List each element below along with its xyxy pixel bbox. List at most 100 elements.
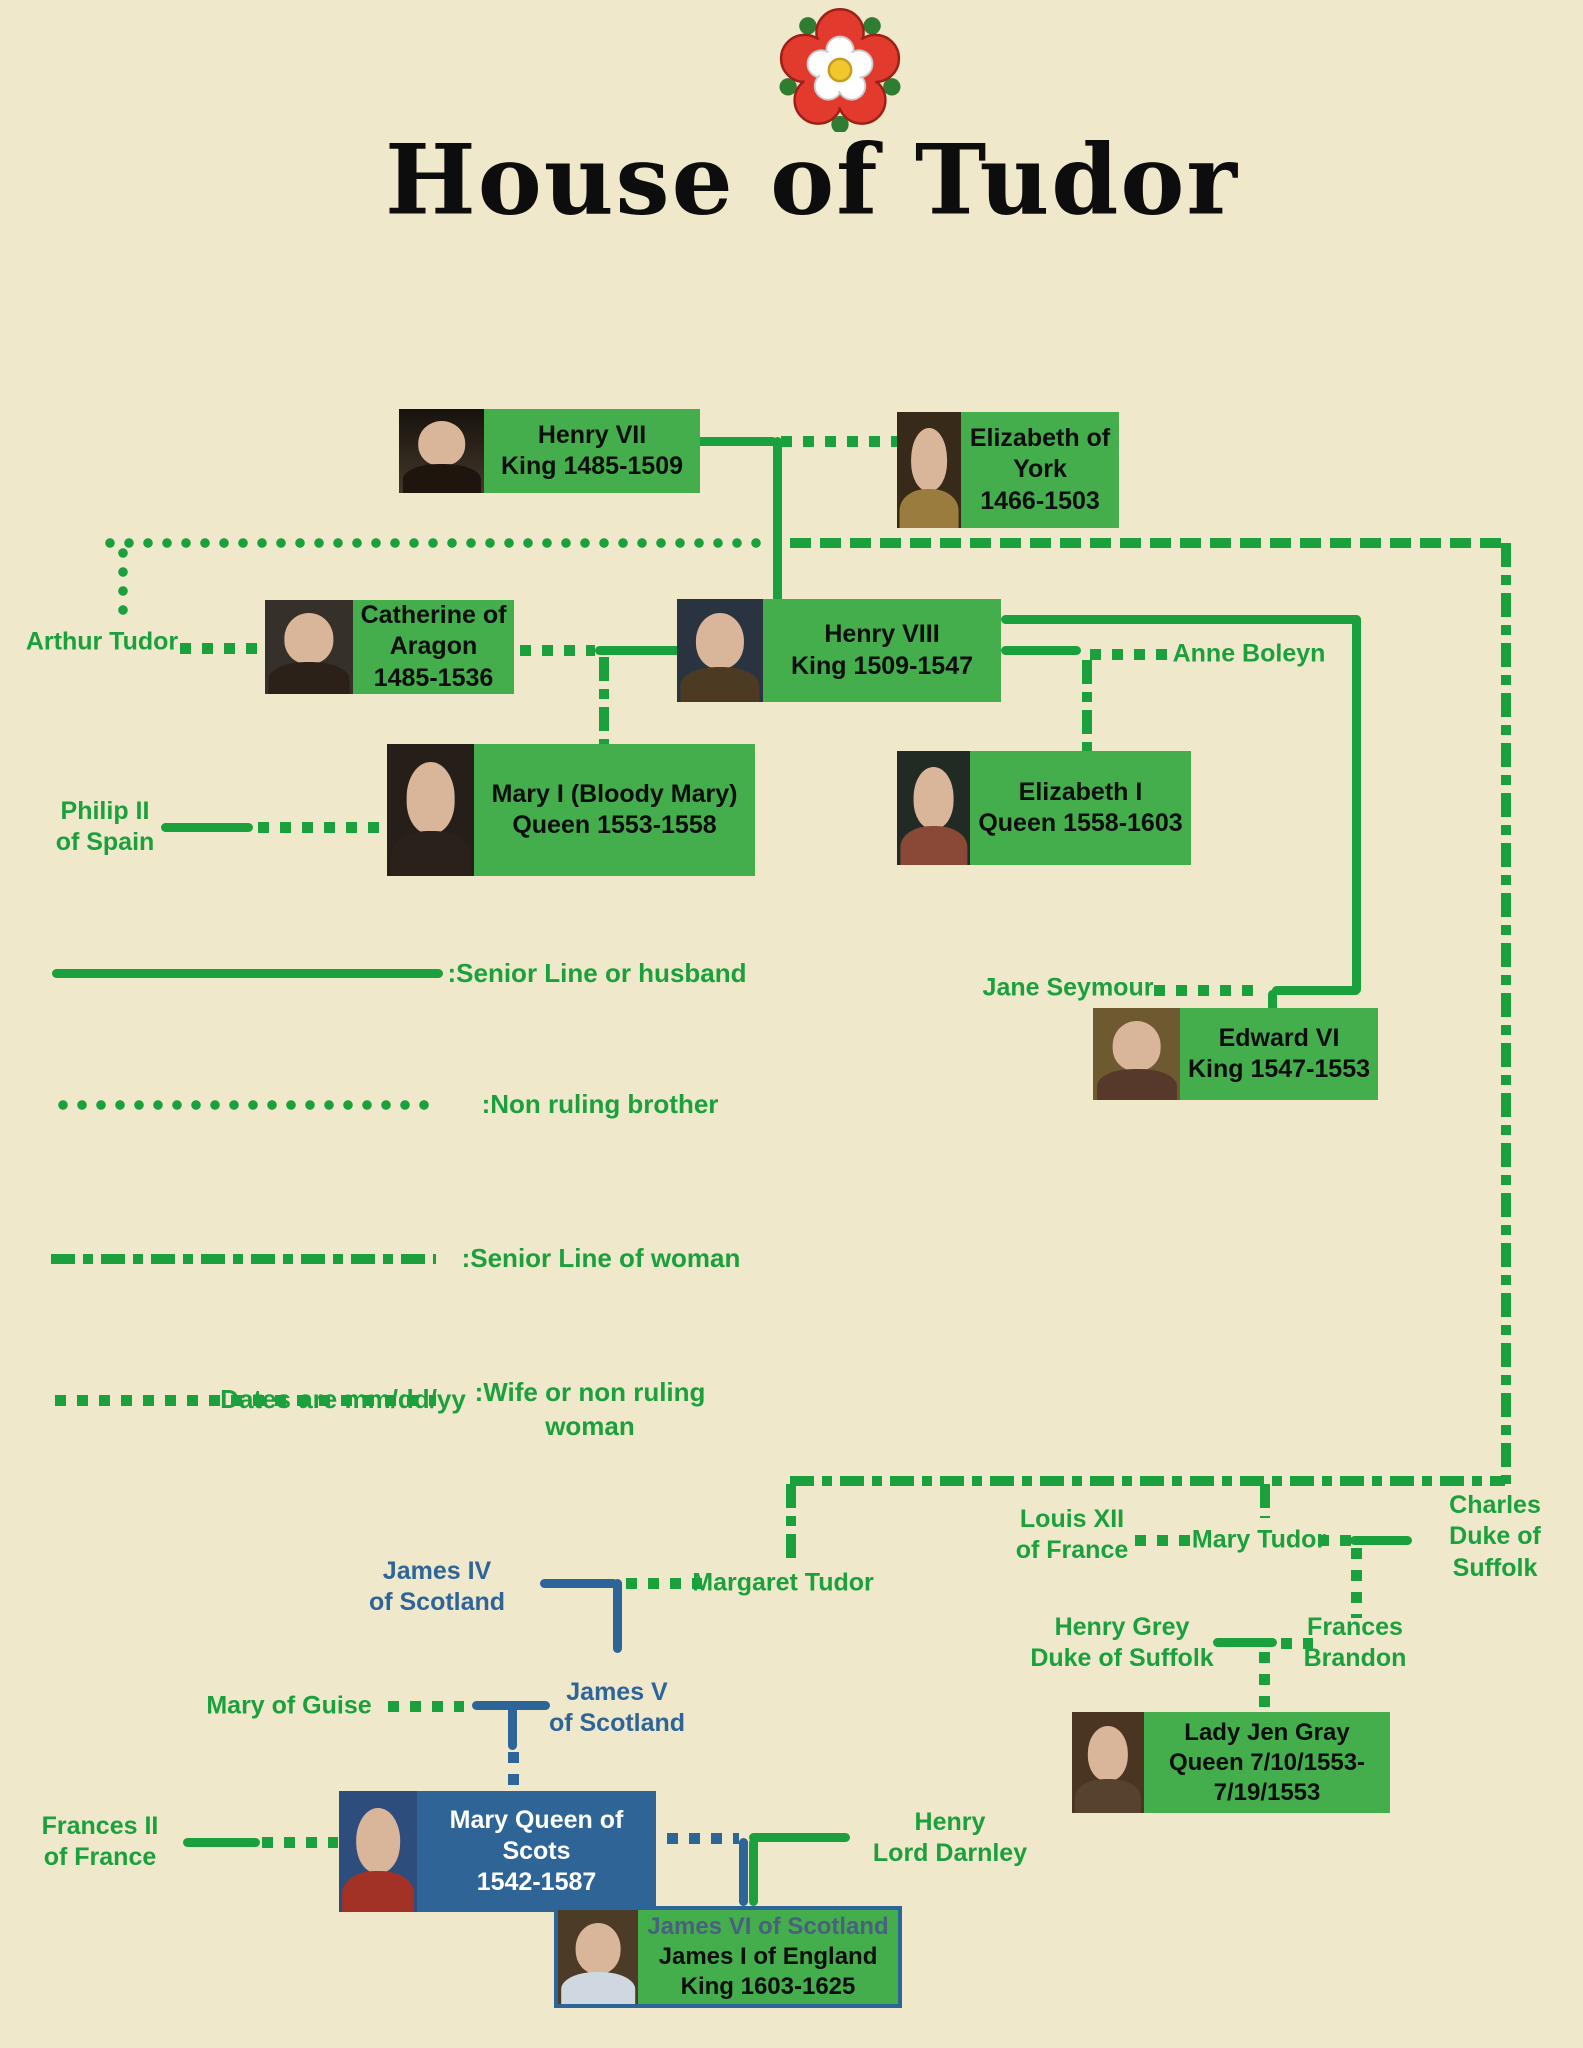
- label-frances-ii: Frances II of France: [41, 1811, 159, 1871]
- line-james4-solid: [540, 1579, 618, 1588]
- line-henry8-anne-dots: [1090, 649, 1175, 660]
- person-box-james-vi: James VI of Scotland James I of England …: [638, 1910, 898, 2004]
- legend-label-square-dots: :Wife or non ruling woman: [474, 1377, 706, 1441]
- label-jane-seymour: Jane Seymour: [982, 973, 1154, 1002]
- line-frances2-dots: [262, 1837, 338, 1848]
- line-into-edward6: [1268, 990, 1277, 1012]
- portrait-lady-jane-gray: [1072, 1712, 1144, 1813]
- person-dates: 1485-1536: [373, 663, 494, 692]
- person-dates: King 1485-1509: [500, 452, 684, 480]
- legend-line-square-dots: [55, 1395, 436, 1406]
- person-dates: King 1603-1625: [680, 1973, 856, 2000]
- line-jane-junction-jog: [1272, 986, 1360, 995]
- person-name-scottish: James VI of Scotland: [647, 1913, 889, 1940]
- label-henry-grey: Henry Grey Duke of Suffolk: [1030, 1612, 1214, 1672]
- label-mary-of-guise: Mary of Guise: [206, 1691, 372, 1720]
- person-dates: Queen 7/10/1553-: [1168, 1748, 1366, 1776]
- line-lower-woman-row: [790, 1476, 1505, 1486]
- person-name: Lady Jen Gray: [1184, 1718, 1350, 1746]
- tudor-rose-icon: [779, 8, 901, 132]
- line-darnley-solid: [749, 1833, 850, 1842]
- line-philip-mary1-dots: [258, 822, 384, 833]
- line-margaret-wife-dots: [626, 1578, 702, 1589]
- line-marytudor-charles-dots: [1318, 1535, 1354, 1546]
- person-name: Henry VII: [537, 420, 647, 449]
- line-down-to-marytudor: [1260, 1484, 1270, 1518]
- legend-label-dash-dot: :Senior Line of woman: [461, 1243, 741, 1274]
- dates-format-note: Dates are mm/dd/yy: [220, 1384, 466, 1415]
- person-box-mary-i: Mary I (Bloody Mary) Queen 1553-1558: [474, 744, 755, 876]
- portrait-henry-vii: [399, 409, 484, 493]
- line-henrygrey-solid: [1213, 1638, 1277, 1647]
- portrait-edward-vi: [1093, 1008, 1180, 1100]
- portrait-catherine-of-aragon: [265, 600, 353, 694]
- portrait-elizabeth-of-york: [897, 412, 961, 528]
- label-frances-brandon: Frances Brandon: [1303, 1612, 1407, 1672]
- person-dates: Queen 1553-1558: [512, 811, 717, 839]
- line-henry7-elizabethyork-wife: [781, 436, 897, 447]
- person-dates: Queen 1558-1603: [978, 809, 1183, 837]
- person-name: Henry VIII: [824, 620, 940, 649]
- label-james-v: James V of Scotland: [548, 1677, 686, 1737]
- line-henry7-marriage: [696, 437, 777, 446]
- label-arthur-tudor: Arthur Tudor: [25, 627, 179, 656]
- person-box-elizabeth-of-york: Elizabeth of York 1466-1503: [961, 412, 1119, 528]
- person-dates: 7/19/1553: [1213, 1778, 1321, 1806]
- label-mary-tudor: Mary Tudor: [1191, 1525, 1327, 1554]
- person-dates: King 1547-1553: [1187, 1055, 1371, 1083]
- label-anne-boleyn: Anne Boleyn: [1172, 639, 1326, 668]
- label-henry-lord-darnley: Henry Lord Darnley: [872, 1807, 1028, 1867]
- line-anne-to-elizabeth1: [1082, 660, 1092, 751]
- person-name: Catherine of: [360, 601, 507, 630]
- person-box-edward-vi: Edward VI King 1547-1553: [1180, 1008, 1378, 1100]
- line-janeseymour-dots: [1154, 985, 1262, 996]
- person-dates: King 1509-1547: [790, 651, 974, 680]
- legend-label-solid: :Senior Line or husband: [447, 958, 747, 989]
- label-charles-duke-of-suffolk: Charles Duke of Suffolk: [1449, 1491, 1541, 1582]
- label-margaret-tudor: Margaret Tudor: [692, 1568, 874, 1597]
- portrait-mary-i: [387, 744, 474, 876]
- line-henry8-anne-solid: [1001, 646, 1081, 655]
- portrait-elizabeth-i: [897, 751, 970, 865]
- line-louis-marytudor: [1135, 1535, 1197, 1546]
- line-catherine-henry8: [595, 646, 681, 655]
- line-james4-down: [613, 1579, 622, 1653]
- line-darnley-down: [749, 1838, 758, 1906]
- person-box-elizabeth-i: Elizabeth I Queen 1558-1603: [970, 751, 1191, 865]
- person-name: Mary Queen of Scots: [449, 1805, 624, 1865]
- line-catherine-wife-dots: [520, 645, 595, 656]
- line-henry7-to-henry8: [773, 437, 782, 603]
- line-brother-row-left: [105, 538, 770, 548]
- person-name: Mary I (Bloody Mary): [491, 779, 738, 808]
- person-dates: 1466-1503: [980, 486, 1100, 515]
- person-name-english: James I of England: [658, 1943, 878, 1970]
- legend-line-round-dots: [58, 1100, 436, 1110]
- person-box-catherine-of-aragon: Catherine of Aragon 1485-1536: [353, 600, 514, 694]
- line-down-to-margaret: [786, 1484, 796, 1560]
- line-catherine-to-mary1: [599, 657, 609, 744]
- person-dates: 1542-1587: [476, 1868, 597, 1897]
- person-name: Edward VI: [1218, 1023, 1340, 1052]
- label-louis-xii: Louis XII of France: [1015, 1504, 1129, 1564]
- line-philip-solid: [161, 823, 253, 832]
- line-down-to-arthur: [118, 548, 128, 620]
- portrait-henry-viii: [677, 599, 763, 702]
- person-name: Elizabeth I: [1018, 777, 1143, 806]
- line-down-to-francesbrandon: [1351, 1548, 1362, 1618]
- line-down-to-jane-junction: [1352, 615, 1361, 994]
- person-box-mary-queen-of-scots: Mary Queen of Scots 1542-1587: [417, 1791, 656, 1912]
- line-henry8-east: [1001, 615, 1360, 624]
- legend-line-dash-dot: [51, 1254, 436, 1264]
- line-maryguise-dots: [388, 1701, 464, 1712]
- legend-line-solid: [52, 969, 443, 978]
- person-box-henry-vii: Henry VII King 1485-1509: [484, 409, 700, 493]
- line-arthur-catherine: [180, 643, 265, 654]
- line-henrygrey-frances-dots: [1281, 1638, 1313, 1649]
- person-box-lady-jane-gray: Lady Jen Gray Queen 7/10/1553- 7/19/1553: [1144, 1712, 1390, 1813]
- portrait-james-vi: [558, 1910, 638, 2004]
- line-frances2-solid: [183, 1838, 260, 1847]
- line-marytudor-charles-solid: [1350, 1536, 1412, 1545]
- portrait-mary-queen-of-scots: [339, 1791, 417, 1912]
- line-james5-down-solid: [508, 1705, 517, 1750]
- person-name: Elizabeth of: [969, 424, 1111, 453]
